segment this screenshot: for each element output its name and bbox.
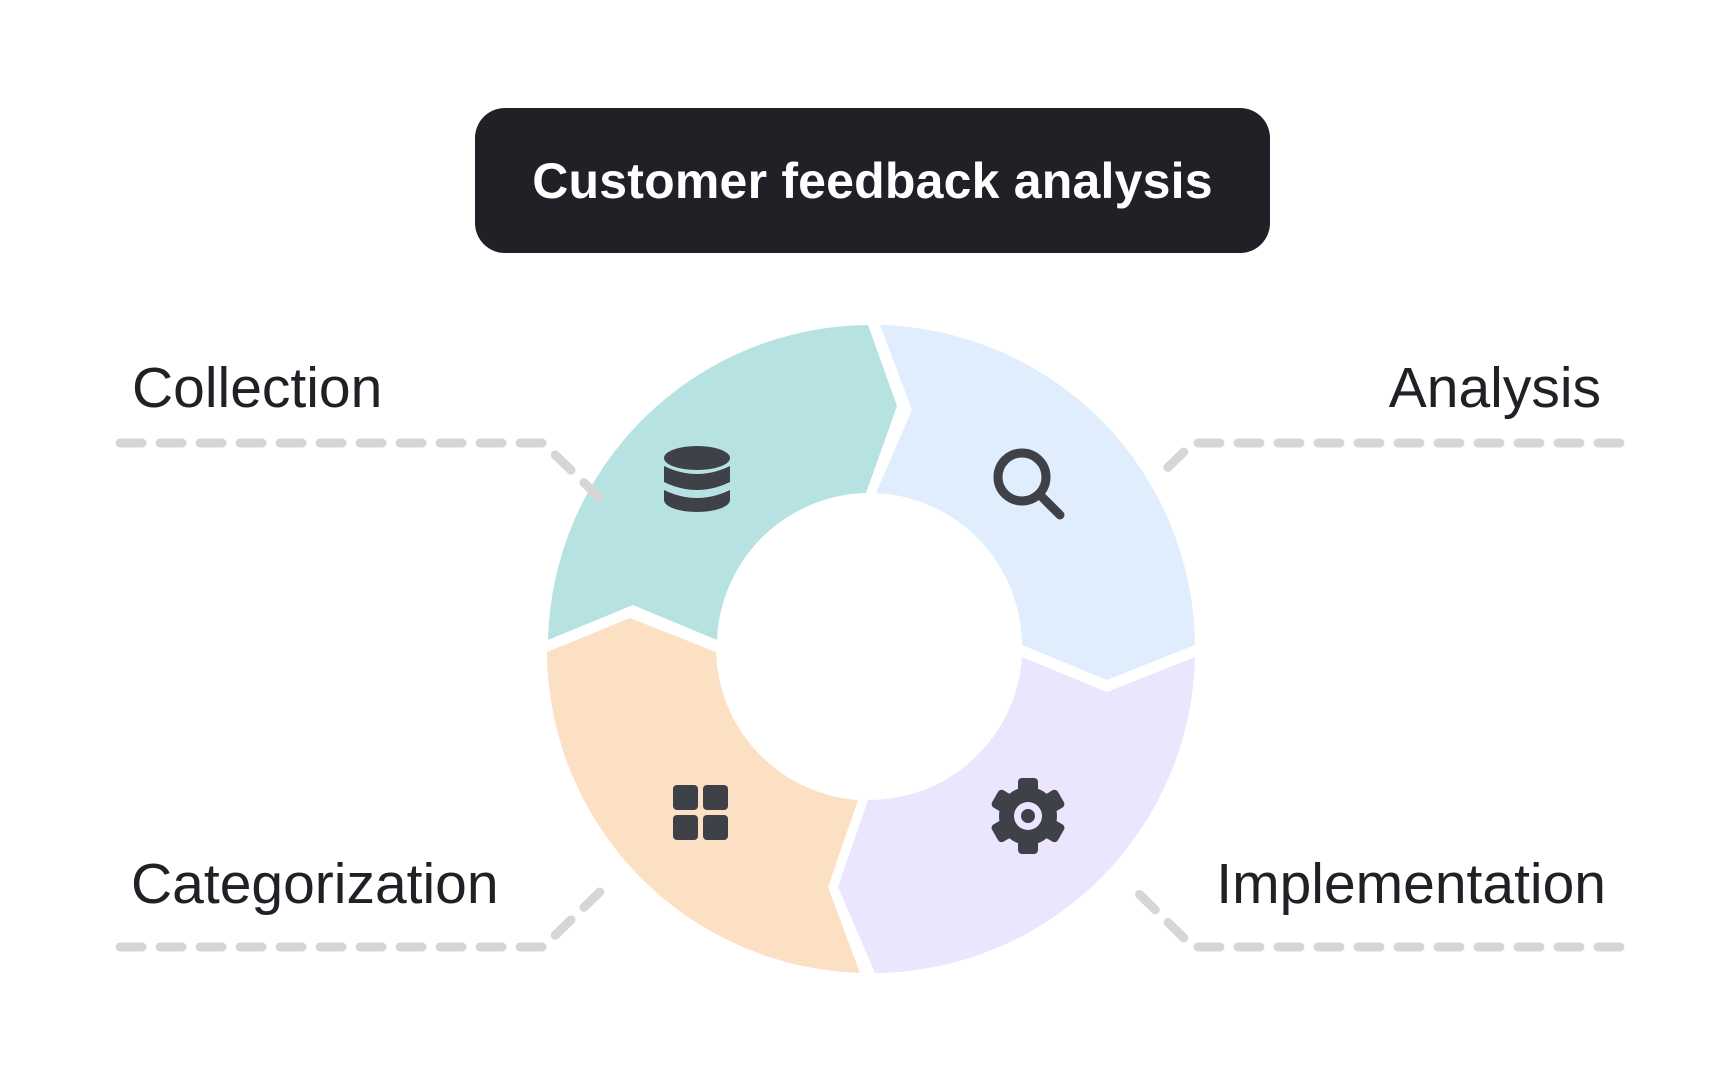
connector-categorization <box>115 878 614 952</box>
grid-icon <box>673 785 728 840</box>
segment-analysis <box>876 325 1195 680</box>
label-implementation: Implementation <box>1216 852 1606 916</box>
search-icon <box>993 448 1065 520</box>
gear-icon <box>991 778 1065 854</box>
database-icon <box>664 446 730 512</box>
label-collection: Collection <box>132 356 383 420</box>
connector-collection <box>115 438 614 512</box>
title-box: Customer feedback analysis <box>475 108 1270 253</box>
connector-implementation <box>1123 878 1625 952</box>
label-analysis: Analysis <box>1388 356 1601 420</box>
label-categorization: Categorization <box>131 852 499 916</box>
diagram-title: Customer feedback analysis <box>532 152 1213 209</box>
connector-analysis <box>1153 438 1625 482</box>
